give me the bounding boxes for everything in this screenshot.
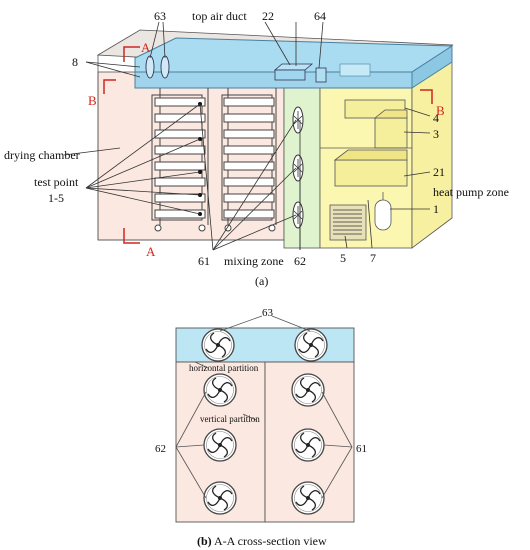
- label-4: 4: [433, 111, 439, 125]
- fan-61-mid-icon: [291, 428, 325, 462]
- top-air-duct-front: [134, 71, 413, 89]
- label-8: 8: [72, 55, 78, 69]
- duct-fan-63-b: [160, 55, 170, 79]
- component-22: [273, 63, 314, 71]
- label-5: 5: [340, 251, 346, 265]
- caption-a: (a): [255, 274, 268, 288]
- fan-62-bottom-icon: [203, 481, 237, 515]
- label-mixing-zone: mixing zone: [224, 254, 284, 268]
- label-62-b: 62: [155, 443, 166, 455]
- section-mark-a-bottom: A: [146, 244, 156, 259]
- label-62: 62: [294, 254, 306, 268]
- label-vertical-partition: vertical partition: [200, 414, 260, 424]
- section-mark-b-right: B: [436, 103, 445, 118]
- label-61-b: 61: [356, 443, 367, 455]
- label-22: 22: [262, 9, 274, 23]
- rack-right: [221, 88, 277, 232]
- section-mark-a-top: A: [141, 40, 151, 55]
- caption-b: (b) A-A cross-section view: [197, 534, 327, 548]
- heat-pump-components: [320, 99, 412, 241]
- label-64: 64: [314, 9, 326, 23]
- label-7: 7: [370, 251, 376, 265]
- section-marks: [103, 46, 433, 244]
- label-3: 3: [433, 127, 439, 141]
- section-mark-b-left: B: [88, 93, 97, 108]
- figure-b: 63 horizontal partition vertical partiti…: [155, 307, 367, 548]
- label-horizontal-partition: horizontal partition: [189, 363, 259, 373]
- label-61: 61: [198, 254, 210, 268]
- caption-b-text: A-A cross-section view: [212, 534, 327, 548]
- label-heat-pump-zone: heat pump zone: [433, 185, 509, 199]
- label-top-air-duct: top air duct: [192, 9, 247, 23]
- fan-62-top-icon: [203, 373, 237, 407]
- label-63: 63: [154, 9, 166, 23]
- caption-b-prefix: (b): [197, 534, 212, 548]
- component-21: [334, 159, 408, 187]
- component-1-compressor: [374, 199, 392, 231]
- label-test-point-range: 1-5: [48, 191, 64, 205]
- label-63-b: 63: [262, 307, 274, 319]
- component-64: [315, 67, 327, 83]
- fan-62-mid-icon: [203, 428, 237, 462]
- label-test-point: test point: [34, 175, 79, 189]
- duct-fan-63-a: [145, 55, 155, 79]
- mixing-zone-fans: [292, 106, 304, 229]
- label-1: 1: [433, 202, 439, 216]
- component-3: [374, 117, 408, 149]
- label-drying-chamber: drying chamber: [4, 148, 80, 162]
- fan-61-bottom-icon: [291, 481, 325, 515]
- fan-61-top-icon: [291, 373, 325, 407]
- fan-63-right-icon: [294, 328, 328, 362]
- fan-63-left-icon: [201, 328, 235, 362]
- figure-a: A A B B 63: [4, 9, 509, 288]
- label-21: 21: [433, 165, 445, 179]
